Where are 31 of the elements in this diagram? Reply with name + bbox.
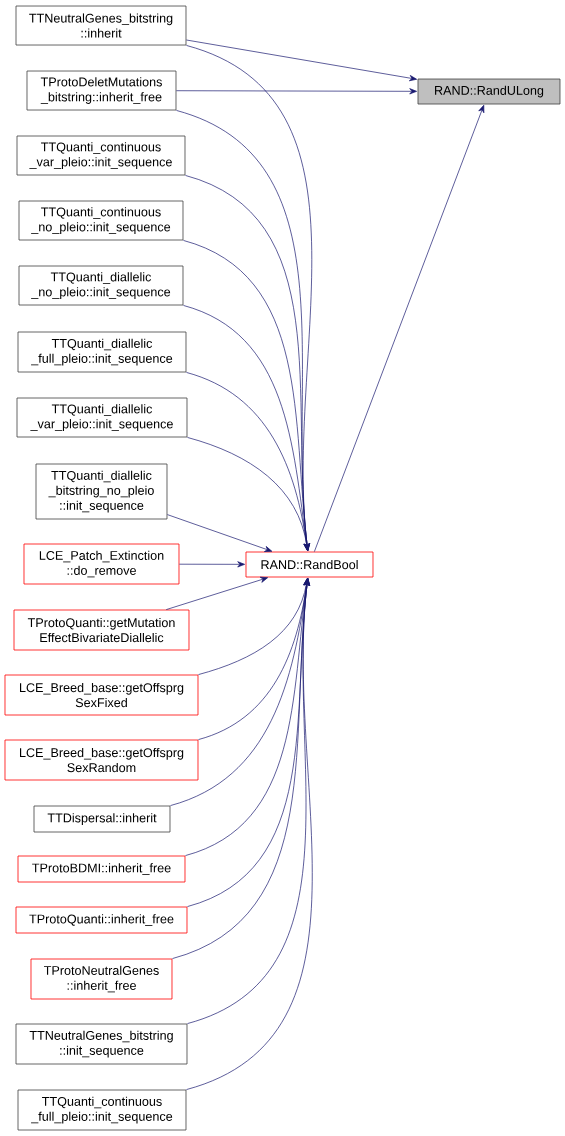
- arrow: [179, 561, 245, 568]
- function-box: TTQuanti_diallelic _no_pleio::init_sequence: [18, 265, 184, 306]
- arrow: [187, 437, 310, 551]
- function-box: TProtoDeletMutations _bitstring::inherit_free: [26, 70, 177, 111]
- function-box: TTQuanti_continuous _no_pleio::init_sequence: [18, 200, 184, 241]
- function-box: TProtoNeutralGenes ::inherit_free: [30, 958, 173, 1000]
- function-box: RAND::RandULong: [417, 78, 561, 105]
- arrow: [167, 514, 273, 552]
- function-box: TTQuanti_continuous _var_pleio::init_sequence: [16, 135, 186, 176]
- function-box: TTQuanti_continuous _full_pleio::init_sequence: [17, 1089, 187, 1131]
- function-box: LCE_Patch_Extinction ::do_remove: [23, 543, 180, 585]
- function-box: LCE_Breed_base::getOffsprg SexRandom: [4, 739, 199, 781]
- arrow: [314, 104, 485, 552]
- function-box: TTQuanti_diallelic _var_pleio::init_sequence: [16, 397, 188, 438]
- arrow: [186, 39, 417, 82]
- function-box: TTNeutralGenes_bitstring ::inherit: [15, 5, 187, 46]
- function-box: TProtoQuanti::inherit_free: [15, 906, 188, 934]
- arrow: [198, 578, 310, 675]
- function-box: RAND::RandBool: [245, 551, 374, 578]
- function-box: TTDispersal::inherit: [33, 805, 171, 833]
- arrow: [185, 578, 310, 856]
- arrow: [183, 240, 310, 551]
- arrow: [176, 88, 417, 95]
- arrow: [186, 578, 313, 1090]
- arrow: [165, 576, 268, 610]
- function-box: TProtoQuanti::getMutation EffectBivariateDiallelic: [13, 609, 190, 651]
- function-box: TTQuanti_diallelic _full_pleio::init_sequence: [17, 331, 187, 373]
- function-box: LCE_Breed_base::getOffsprg SexFixed: [4, 674, 199, 716]
- function-box: TTQuanti_diallelic _bitstring_no_pleio ::init_sequence: [35, 463, 168, 520]
- function-box: TTNeutralGenes_bitstring ::init_sequence: [15, 1023, 188, 1065]
- function-box: TProtoBDMI::inherit_free: [17, 855, 186, 883]
